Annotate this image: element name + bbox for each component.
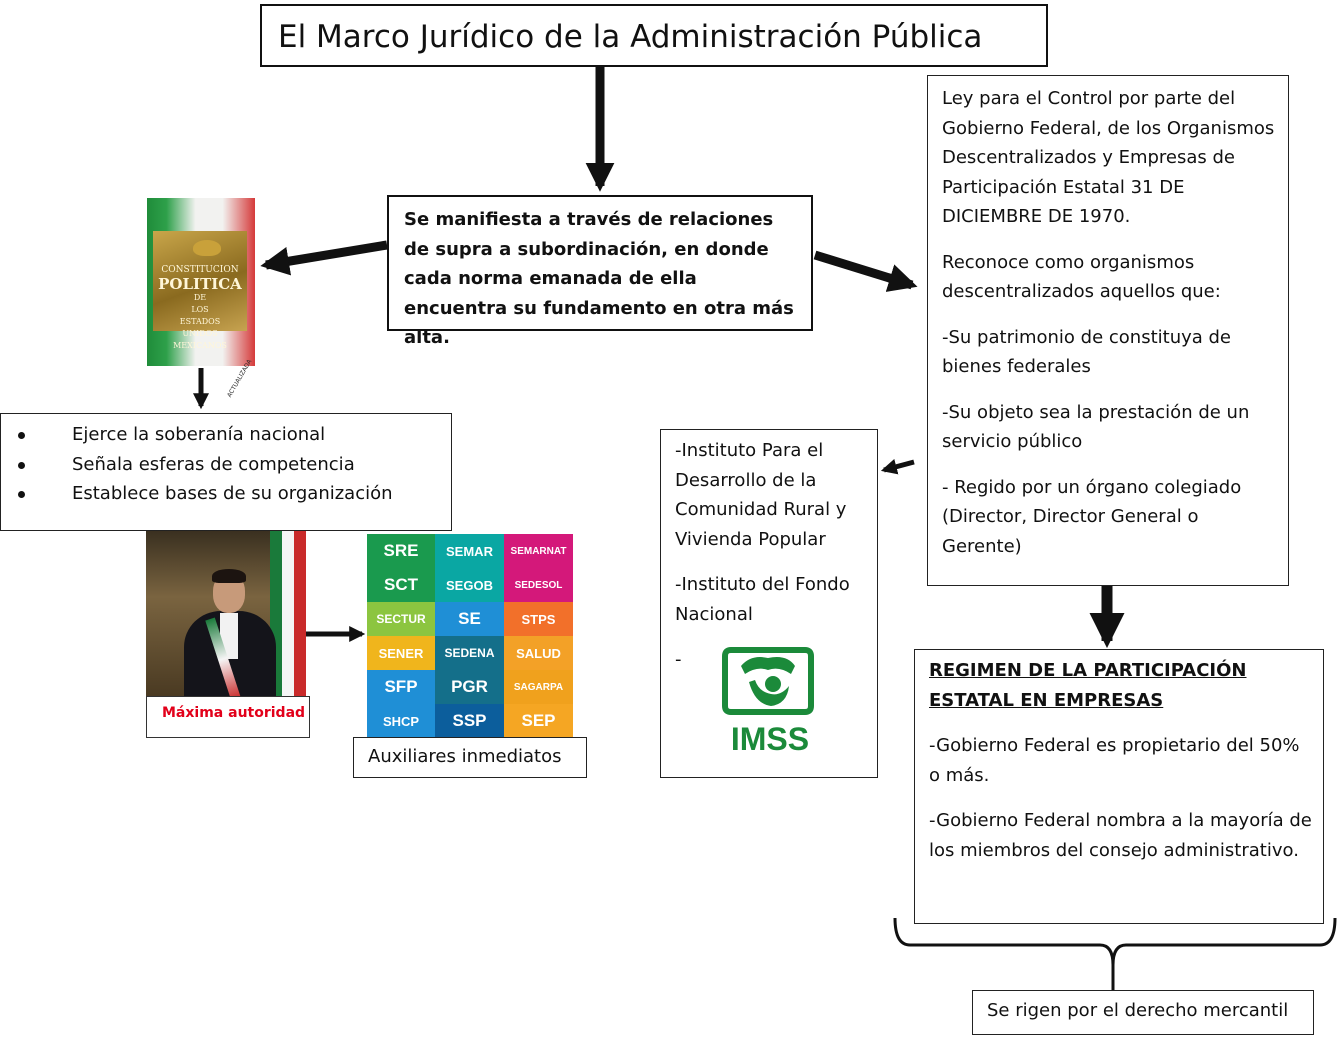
arrow-center-to-ley bbox=[813, 250, 918, 292]
list-item: Señala esferas de competencia bbox=[15, 450, 451, 480]
secretarias-caption: Auxiliares inmediatos bbox=[353, 737, 587, 778]
ley-criterion-1: -Su patrimonio de constituya de bienes f… bbox=[942, 326, 1232, 378]
cover-line-1: CONSTITUCION bbox=[161, 265, 239, 275]
ley-criterion-3: - Regido por un órgano colegiado (Direct… bbox=[942, 476, 1242, 557]
constitution-functions-box: Ejerce la soberanía nacional Señala esfe… bbox=[0, 413, 452, 531]
imss-logo-icon bbox=[722, 647, 814, 715]
president-caption: Máxima autoridad bbox=[162, 705, 306, 721]
president-caption-box: Máxima autoridad bbox=[146, 696, 310, 738]
cover-line-6: UNIDOS bbox=[182, 329, 218, 338]
instituto-1: -Instituto Para el Desarrollo de la Comu… bbox=[675, 440, 847, 550]
secretaria-tile-sectur: SECTUR bbox=[367, 602, 435, 636]
ley-recognition: Reconoce como organismos descentralizado… bbox=[942, 251, 1221, 303]
ley-criterion-2: -Su objeto sea la prestación de un servi… bbox=[942, 401, 1250, 453]
secretaria-tile-sedesol: SEDESOL bbox=[504, 568, 573, 602]
regimen-point-2: -Gobierno Federal nombra a la mayoría de… bbox=[929, 810, 1312, 861]
secretaria-tile-sct: SCT bbox=[367, 568, 435, 602]
secretaria-tile-sre: SRE bbox=[367, 534, 435, 568]
secretaria-tile-stps: STPS bbox=[504, 602, 573, 636]
arrow-center-to-constitution bbox=[260, 240, 388, 276]
functions-list: Ejerce la soberanía nacional Señala esfe… bbox=[15, 420, 451, 509]
secretaria-tile-sep: SEP bbox=[504, 704, 573, 738]
secretaria-tile-sagarpa: SAGARPA bbox=[504, 670, 573, 704]
secretaria-tile-sener: SENER bbox=[367, 636, 435, 670]
eagle-emblem-icon bbox=[193, 240, 221, 256]
center-statement: Se manifiesta a través de relaciones de … bbox=[387, 195, 813, 348]
secretaria-tile-salud: SALUD bbox=[504, 636, 573, 670]
cover-line-5: ESTADOS bbox=[179, 317, 221, 326]
regimen-point-1: -Gobierno Federal es propietario del 50%… bbox=[929, 735, 1300, 786]
instituto-2: -Instituto del Fondo Nacional bbox=[675, 574, 850, 625]
cover-line-2: POLITICA bbox=[158, 275, 242, 293]
secretaria-tile-semarnat: SEMARNAT bbox=[504, 534, 573, 568]
secretaria-tile-sfp: SFP bbox=[367, 670, 435, 704]
diagram-title: El Marco Jurídico de la Administración P… bbox=[260, 4, 1048, 67]
instituto-3: - bbox=[675, 649, 682, 670]
regimen-box: REGIMEN DE LA PARTICIPACIÓN ESTATAL EN E… bbox=[914, 649, 1324, 924]
cover-line-3: DE bbox=[193, 293, 207, 302]
cover-line-7: MEXICANOS bbox=[173, 341, 227, 350]
list-item: Establece bases de su organización bbox=[15, 479, 451, 509]
mercantil-box: Se rigen por el derecho mercantil bbox=[972, 990, 1314, 1035]
president-portrait bbox=[146, 531, 306, 696]
ley-control-box: Ley para el Control por parte del Gobier… bbox=[927, 75, 1289, 586]
constitution-book-image: CONSTITUCION POLITICA DE LOS ESTADOS UNI… bbox=[147, 198, 255, 399]
cover-line-4: LOS bbox=[191, 305, 209, 314]
arrow-ley-to-institutos bbox=[880, 458, 915, 475]
list-item: Ejerce la soberanía nacional bbox=[15, 420, 451, 450]
imss-logo-text: IMSS bbox=[730, 721, 810, 757]
constitution-cover: CONSTITUCION POLITICA DE LOS ESTADOS UNI… bbox=[153, 231, 247, 350]
secretaria-tile-sedena: SEDENA bbox=[435, 636, 504, 670]
brace-regimen-to-mercantil bbox=[893, 917, 1337, 966]
secretaria-tile-semar: SEMAR bbox=[435, 534, 504, 568]
secretaria-tile-se: SE bbox=[435, 602, 504, 636]
institutos-box: -Instituto Para el Desarrollo de la Comu… bbox=[660, 429, 878, 778]
mexican-flag-icon bbox=[270, 531, 306, 696]
portrait-hair bbox=[212, 569, 246, 583]
ley-title: Ley para el Control por parte del Gobier… bbox=[942, 88, 1275, 227]
secretaria-tile-segob: SEGOB bbox=[435, 568, 504, 602]
secretaria-tile-shcp: SHCP bbox=[367, 704, 435, 738]
secretaria-tile-ssp: SSP bbox=[435, 704, 504, 738]
regimen-heading: REGIMEN DE LA PARTICIPACIÓN ESTATAL EN E… bbox=[929, 660, 1247, 711]
secretaria-tile-pgr: PGR bbox=[435, 670, 504, 704]
